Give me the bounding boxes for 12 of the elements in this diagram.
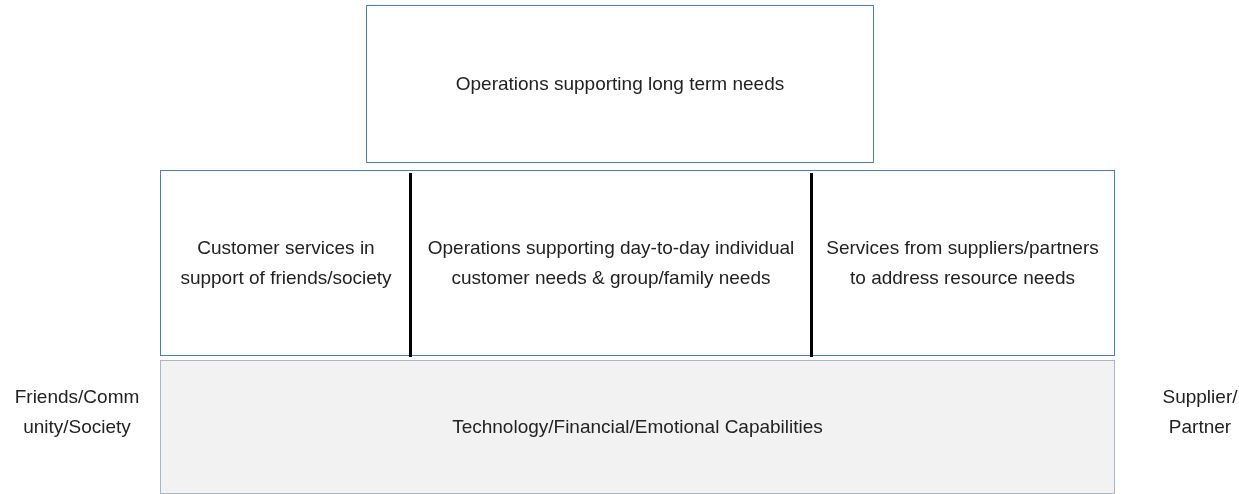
side-label: Friends/Comm unity/Society [13,385,141,439]
box-text: Customer services in support of friends/society [179,236,393,290]
cell-box [411,170,811,356]
top-box [366,5,874,163]
box-text: Operations supporting day-to-day individual customer needs & group/family needs [426,236,796,290]
cell-box [160,170,411,356]
box-text: Services from suppliers/partners to address resource needs [825,236,1100,290]
cell-box [811,170,1115,356]
side-label: Supplier/ Partner [1161,385,1239,439]
box-text: Operations supporting long term needs [454,72,786,96]
box-text: Technology/Financial/Emotional Capabilities [451,415,824,439]
base-band [160,360,1115,494]
